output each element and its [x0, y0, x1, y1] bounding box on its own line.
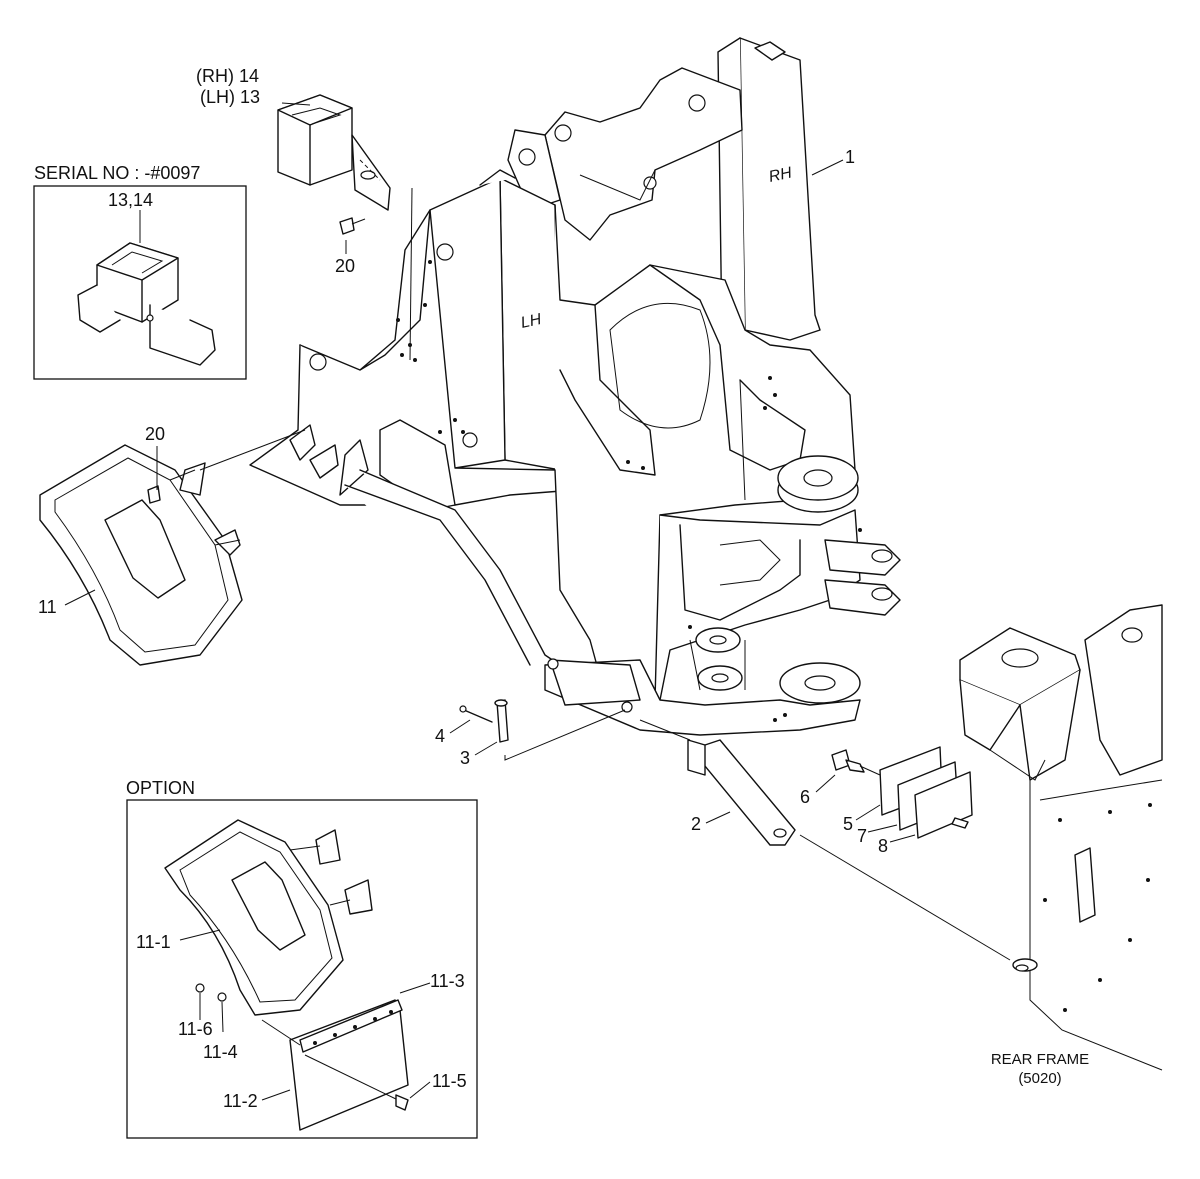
callout-6: 6: [800, 787, 810, 807]
fender-11: [39, 429, 306, 666]
callout-11-6: 11-6: [178, 1019, 213, 1039]
callout-7: 7: [857, 826, 867, 846]
callout-8: 8: [878, 836, 888, 856]
serial-inset-part: 13,14: [108, 190, 153, 210]
callout-20-top: 20: [335, 256, 355, 276]
rear-frame: [959, 604, 1163, 1071]
lh-mark: LH: [519, 311, 543, 332]
serial-inset: [33, 185, 247, 380]
callout-rh-14: (RH) 14: [196, 66, 259, 86]
callout-5: 5: [843, 814, 853, 834]
bolt-holes: [396, 260, 862, 722]
callout-3: 3: [460, 748, 470, 768]
callout-20-fender: 20: [145, 424, 165, 444]
callout-11-5: 11-5: [432, 1071, 467, 1091]
shims-5-7-8: [831, 746, 973, 839]
callout-1: 1: [845, 147, 855, 167]
option-inset: [126, 799, 478, 1139]
callout-labels: (RH) 14 (LH) 13 1 20 20 11 4 3 2 6 5 7 8…: [38, 66, 888, 1111]
front-frame: [249, 37, 901, 736]
rear-frame-code: (5020): [1018, 1070, 1061, 1087]
serial-inset-title: SERIAL NO : -#0097: [34, 163, 200, 183]
callout-11-1: 11-1: [136, 932, 171, 952]
rear-frame-label: REAR FRAME: [991, 1051, 1089, 1068]
leader-lines: [64, 102, 916, 1101]
callout-11-2: 11-2: [223, 1091, 258, 1111]
callout-11-3: 11-3: [430, 971, 465, 991]
callout-11-4: 11-4: [203, 1042, 238, 1062]
callout-11: 11: [38, 597, 57, 617]
bolt-20-top: [339, 217, 366, 235]
pin-3-cotter-4: [459, 699, 626, 761]
callout-2: 2: [691, 814, 701, 834]
link-2: [639, 719, 1011, 961]
bracket-13-14: [277, 94, 413, 361]
callout-lh-13: (LH) 13: [200, 87, 260, 107]
callout-4: 4: [435, 726, 445, 746]
option-inset-title: OPTION: [126, 778, 195, 798]
rh-mark: RH: [767, 164, 794, 186]
